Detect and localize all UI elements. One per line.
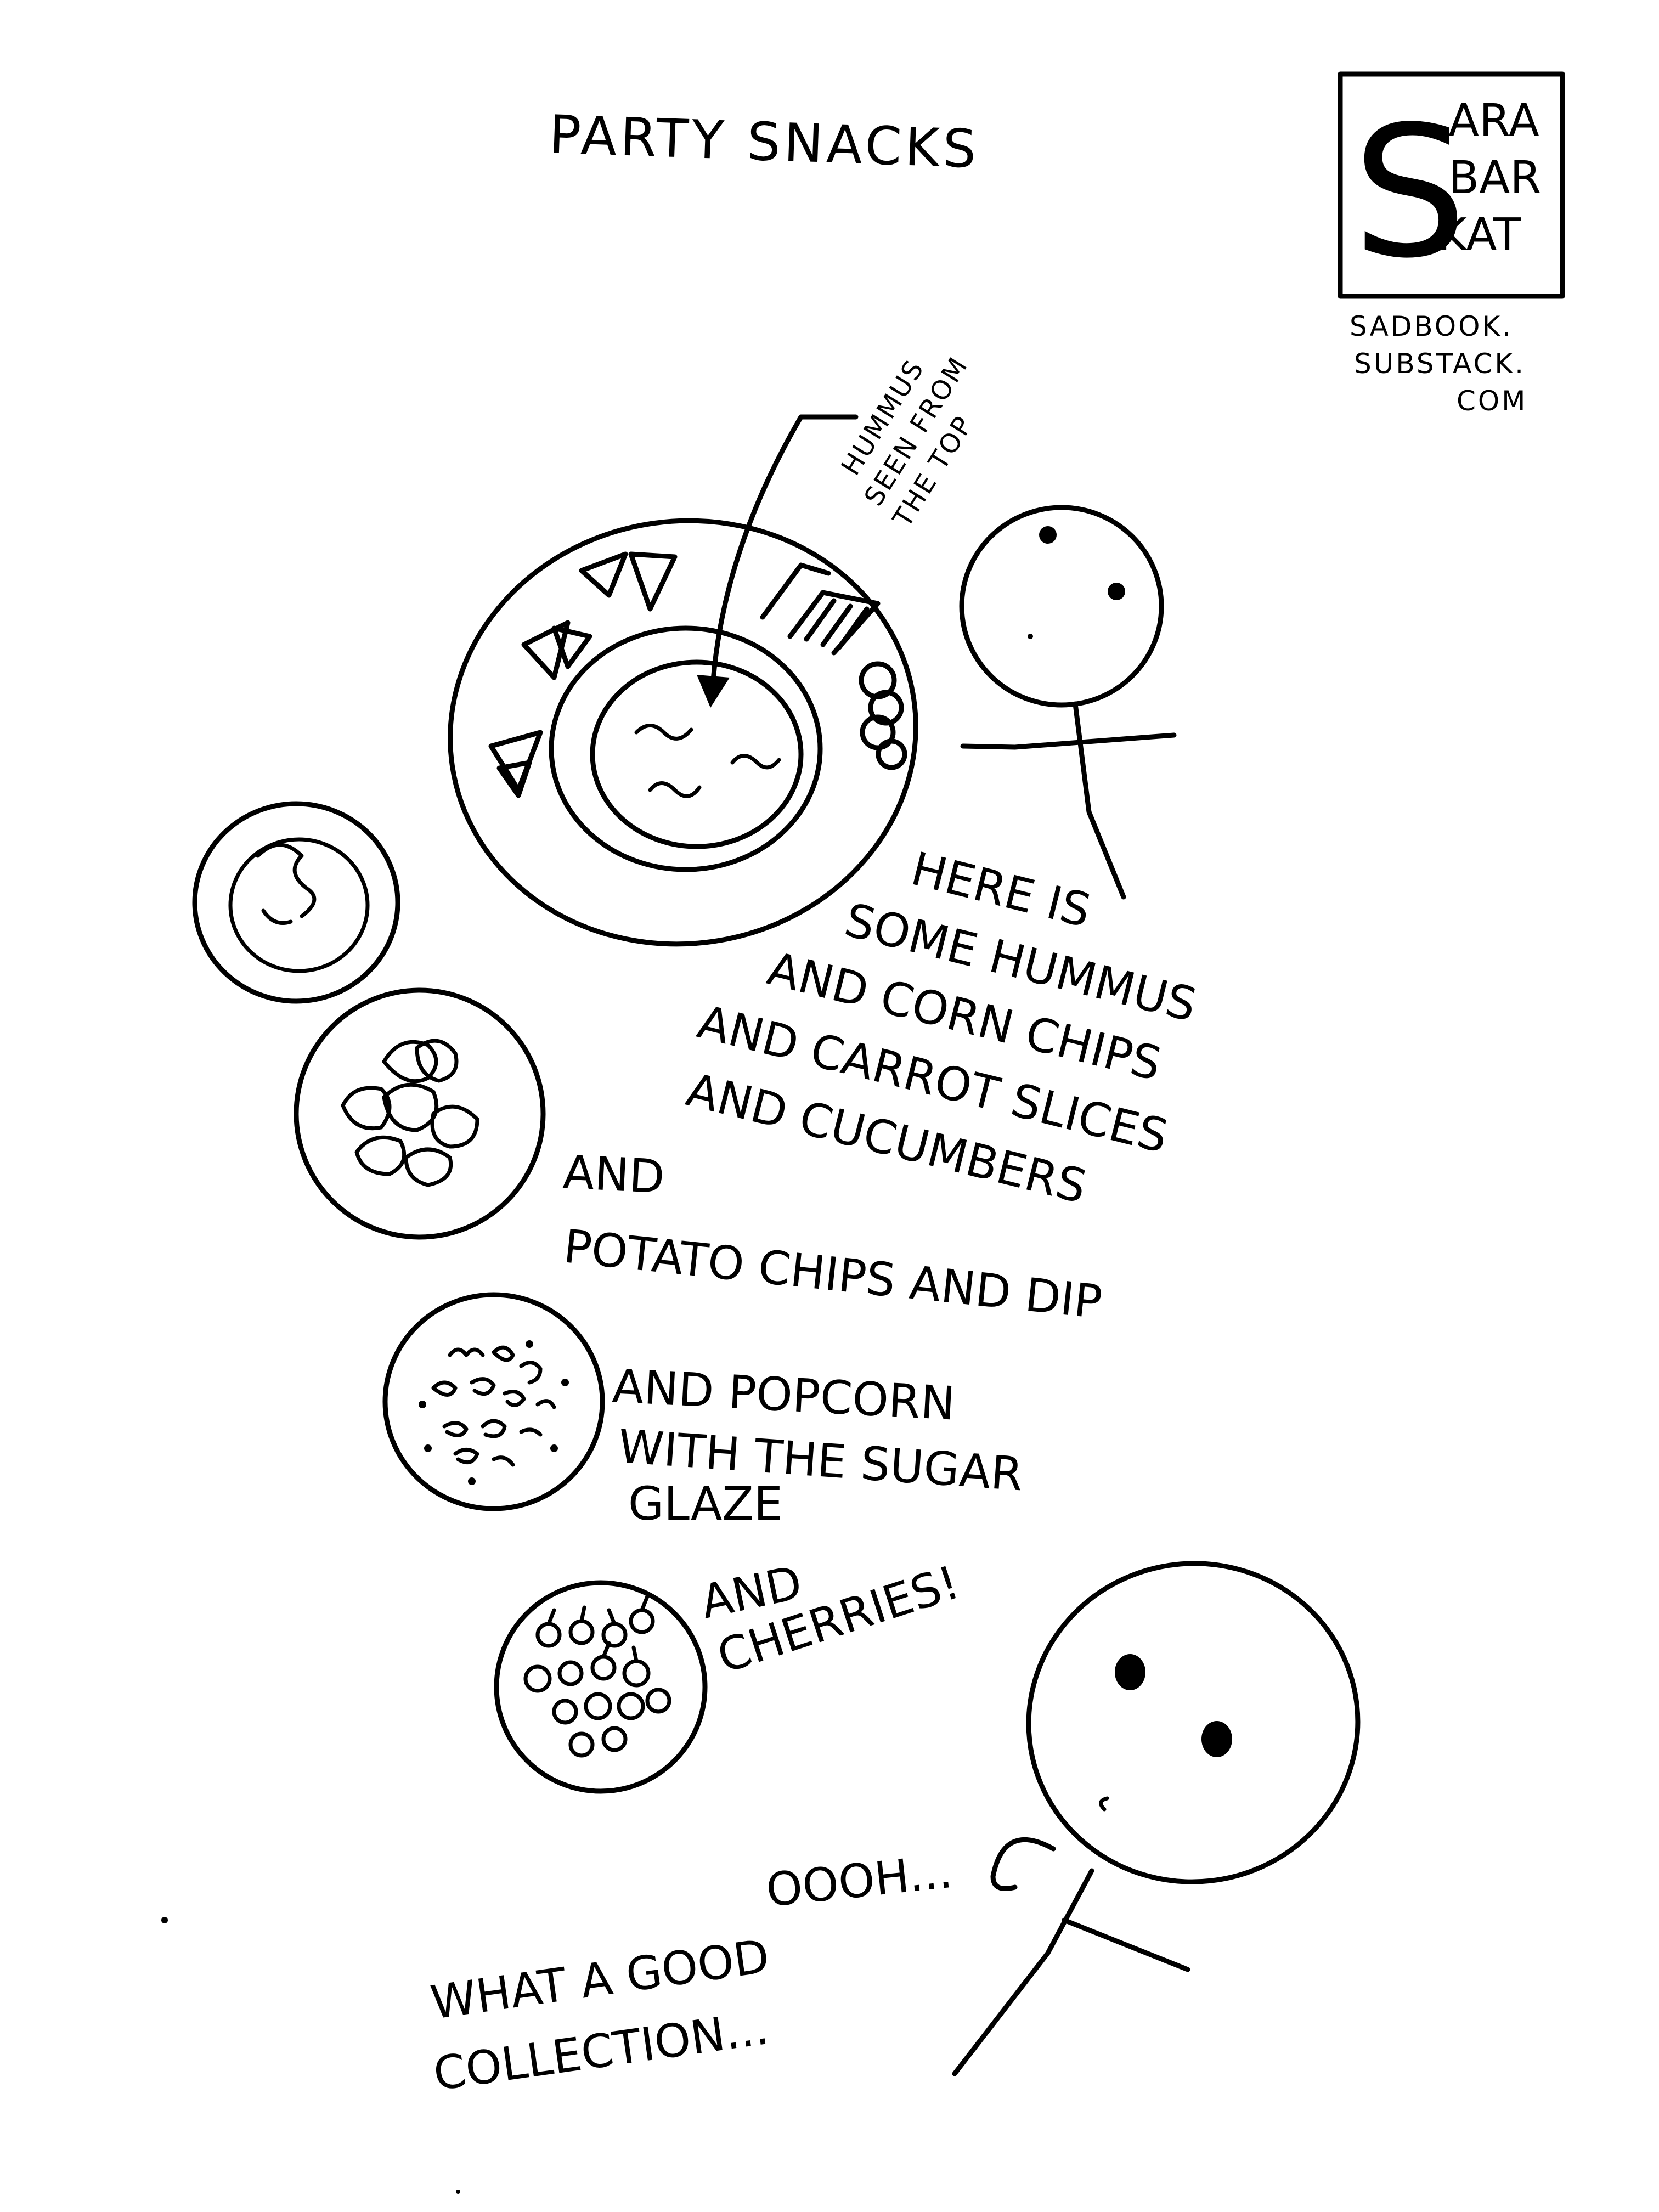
cucumber-slices — [859, 661, 907, 770]
cherries-bowl — [494, 1580, 708, 1794]
logo-line-3: KAT — [1437, 209, 1521, 261]
logo-big-letter: S — [1352, 87, 1467, 298]
comic-title: PARTY SNACKS — [548, 104, 980, 180]
popcorn-bowl — [382, 1292, 605, 1511]
potato-chips-bowl — [294, 988, 546, 1240]
credit-line-1: SADBOOK. — [1350, 311, 1513, 342]
dip-bowl — [192, 801, 400, 1004]
credit-line-3: COM — [1457, 385, 1527, 417]
credit-url: SADBOOK. SUBSTACK. COM — [1350, 311, 1527, 417]
speech-collection: WHAT A GOOD COLLECTION... — [427, 1929, 772, 2101]
logo-line-1: ARA — [1448, 95, 1539, 147]
logo-line-2: BAR — [1448, 152, 1541, 204]
credit-line-2: SUBSTACK. — [1354, 348, 1526, 380]
narration-plate: HERE IS SOME HUMMUS AND CORN CHIPS AND C… — [681, 842, 1202, 1214]
narration-chips-2: POTATO CHIPS AND DIP — [561, 1219, 1105, 1329]
narration-cherries: AND CHERRIES! — [696, 1555, 966, 1684]
corn-chips — [488, 551, 678, 798]
hummus-arrow — [697, 414, 859, 708]
carrot-slices — [760, 562, 881, 656]
stick-figure-large — [952, 1561, 1361, 2076]
artist-logo: S ARA BAR KAT — [1338, 71, 1565, 299]
narration-popcorn: AND POPCORN WITH THE SUGAR GLAZE — [611, 1359, 1025, 1531]
narration-popcorn-1: AND POPCORN — [611, 1359, 956, 1431]
hummus-plate — [448, 518, 918, 947]
hummus-note: HUMMUS SEEN FROM THE TOP — [836, 351, 980, 533]
stick-figure-small — [959, 505, 1177, 900]
speech-oooh: OOOH... — [764, 1844, 955, 1917]
narration-popcorn-3: GLAZE — [628, 1477, 783, 1531]
narration-chips-1: AND — [562, 1145, 666, 1204]
